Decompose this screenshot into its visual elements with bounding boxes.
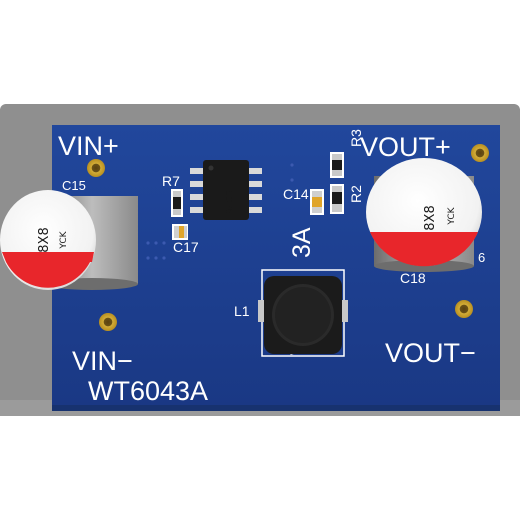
label-edge-6: 6 <box>478 250 485 265</box>
ic-sop8: SOP8 <box>190 160 262 220</box>
label-partial-name: 3A <box>288 227 316 258</box>
cap-c15-brand: YCK <box>59 230 69 249</box>
label-vin-minus: VIN− <box>72 346 133 376</box>
cap-c15-size: 8X8 <box>37 227 52 252</box>
smd-r2 <box>330 184 344 214</box>
label-board-name: WT6043A <box>88 376 208 406</box>
hole-vout-minus <box>455 300 473 318</box>
label-vout-minus: VOUT− <box>385 338 476 368</box>
label-l1: L1 <box>234 303 250 319</box>
hole-vin-plus <box>87 159 105 177</box>
capacitor-c18: 8X8 YCK <box>366 158 482 272</box>
cap-c18-size: 8X8 <box>423 205 438 230</box>
label-r7: R7 <box>162 173 180 189</box>
cap-c18-brand: YCK <box>447 206 457 225</box>
label-c17: C17 <box>173 239 199 255</box>
label-c14: C14 <box>283 186 309 202</box>
label-vout-plus: VOUT+ <box>360 132 451 162</box>
terminal-holes <box>87 144 489 331</box>
smd-c17 <box>172 224 188 240</box>
inductor-l1 <box>258 276 348 354</box>
label-vin-plus: VIN+ <box>58 131 119 161</box>
smd-r3 <box>330 152 344 178</box>
hole-vout-plus <box>471 144 489 162</box>
label-r3: R3 <box>348 129 364 147</box>
smd-r7 <box>171 189 183 217</box>
label-c15: C15 <box>62 178 86 193</box>
label-c18: C18 <box>400 270 426 286</box>
hole-vin-minus <box>99 313 117 331</box>
pcb-board-edge <box>52 405 500 411</box>
label-r2: R2 <box>348 185 364 203</box>
capacitor-c15: 8X8 YCK <box>0 190 138 290</box>
smd-c14 <box>310 189 324 215</box>
ic-marking: SOP8 <box>223 190 233 214</box>
